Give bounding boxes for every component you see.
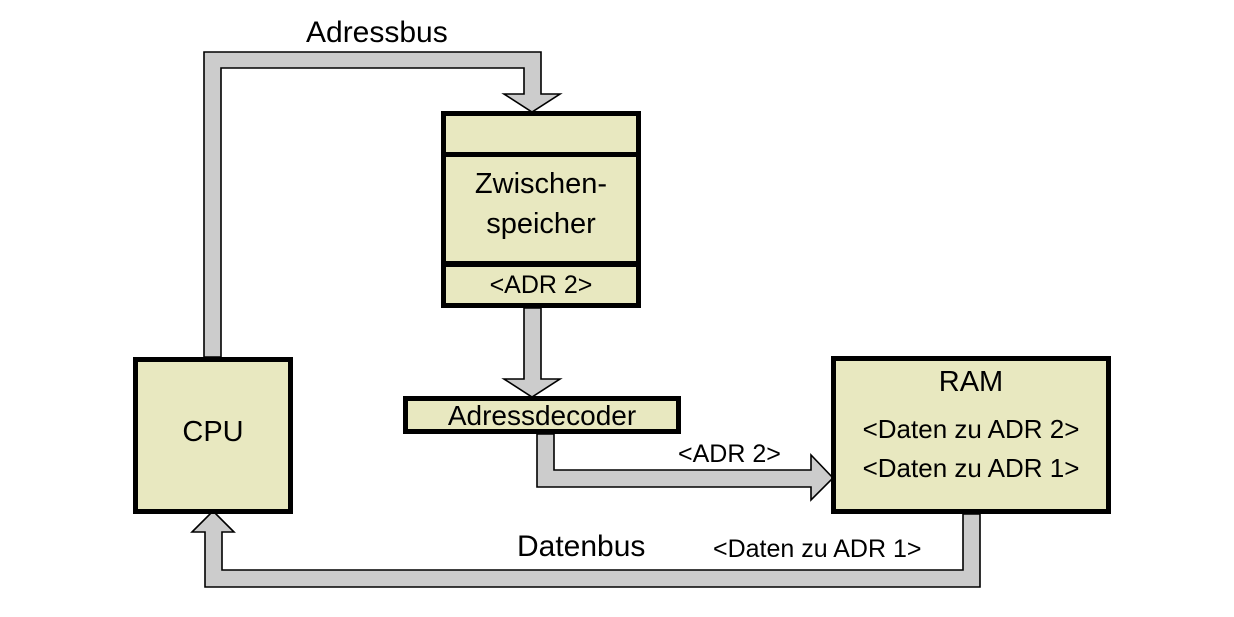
cpu-box[interactable] — [133, 357, 293, 514]
adressdecoder-box[interactable] — [403, 396, 681, 434]
zwischenspeicher-label: Zwischen- speicher — [441, 164, 641, 244]
adressbus-path — [203, 51, 563, 358]
ram-row-2-label: <Daten zu ADR 1> — [862, 453, 1080, 483]
datenbus-path — [190, 509, 981, 588]
ram-row-1-label: <Daten zu ADR 2> — [862, 414, 1080, 444]
adressdecoder-to-ram-arrow — [536, 433, 835, 502]
adressbus-label: Adressbus — [306, 16, 448, 49]
zwischenspeicher-to-adressdecoder-arrow — [501, 307, 563, 398]
ram-title-label: RAM — [938, 366, 1004, 398]
cpu-label: CPU — [182, 416, 244, 448]
datenbus-label: Datenbus — [517, 530, 646, 563]
zwischenspeicher-value-cell[interactable] — [441, 262, 641, 308]
adressdecoder-label: Adressdecoder — [447, 400, 637, 431]
adr2-to-ram-label: <ADR 2> — [678, 440, 781, 468]
daten-zu-adr1-label: <Daten zu ADR 1> — [713, 535, 922, 563]
ram-box[interactable] — [831, 356, 1111, 514]
zwischenspeicher-value-label: <ADR 2> — [489, 271, 593, 299]
zwischenspeicher-label-line2: speicher — [486, 208, 596, 240]
zwischenspeicher-label-line1: Zwischen- — [474, 168, 608, 200]
zwischenspeicher-top-cell[interactable] — [441, 111, 641, 157]
